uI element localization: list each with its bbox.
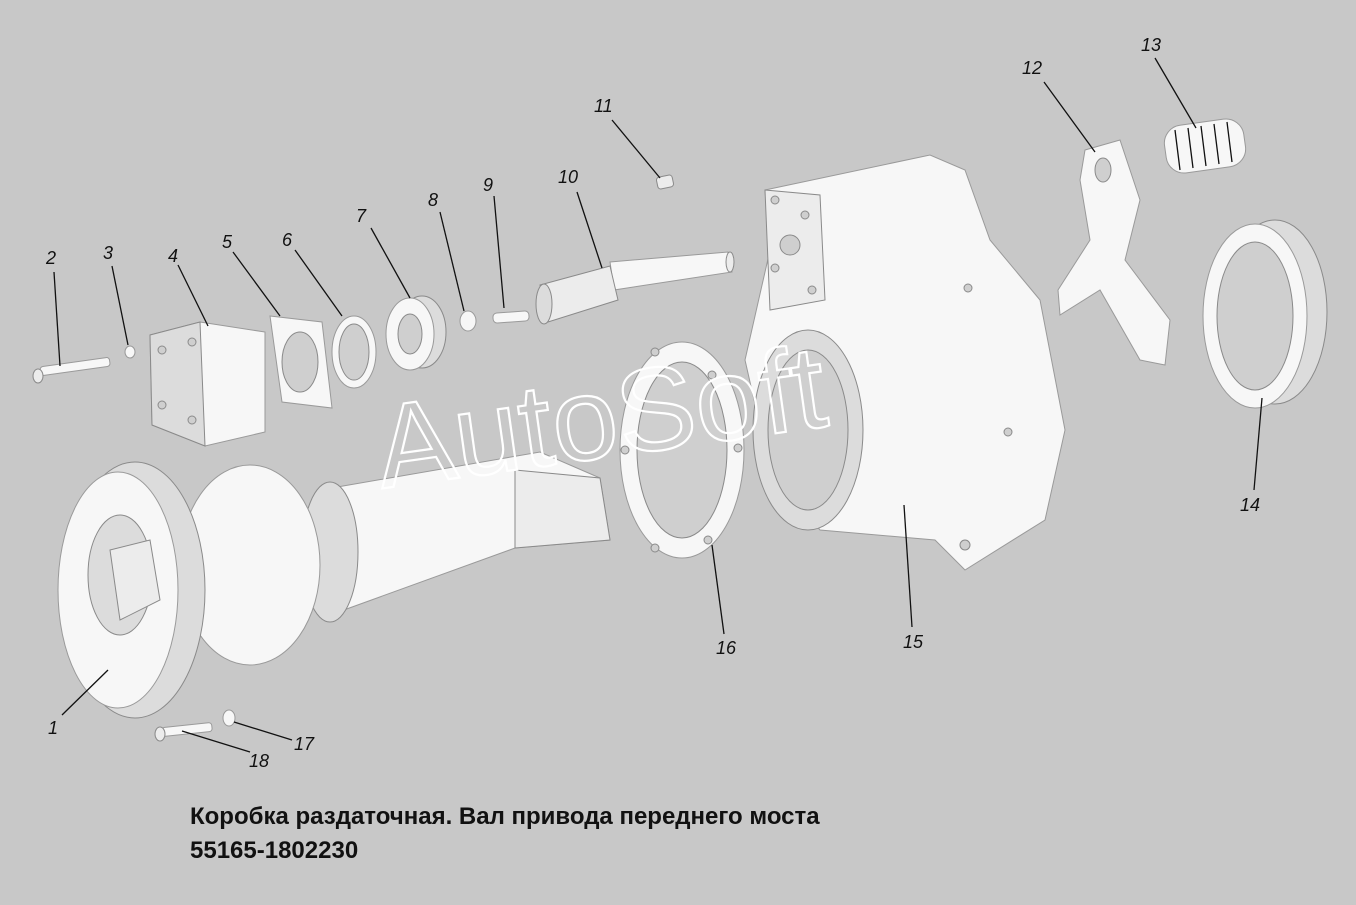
part-4-cover [149,321,266,447]
caption-part-number: 55165-1802230 [190,837,359,864]
callout-1: 1 [48,718,58,738]
part-18-bolt [154,722,213,742]
callout-3: 3 [103,243,113,263]
leader-lines [53,57,1263,753]
callout-15: 15 [903,632,924,652]
part-5-gasket [269,315,333,409]
part-11-plug [655,174,675,190]
part-10-shaft [535,251,735,325]
part-12-shift-fork [1057,139,1171,366]
callout-labels: 1 2 3 4 5 6 7 8 9 10 11 12 13 14 15 16 1… [45,35,1260,771]
part-6-seal-ring [331,315,377,389]
callout-13: 13 [1141,35,1161,55]
part-9-pin [492,310,530,324]
diagram-caption: Коробка раздаточная. Вал привода передне… [190,800,820,868]
callout-11: 11 [594,96,613,116]
callout-16: 16 [716,638,737,658]
callout-12: 12 [1022,58,1042,78]
callout-18: 18 [249,751,269,771]
part-17-washer [222,709,236,727]
callout-7: 7 [356,206,367,226]
part-8-ring [459,310,477,332]
caption-title: Коробка раздаточная. Вал привода передне… [190,803,820,830]
callout-17: 17 [294,734,315,754]
callout-2: 2 [45,248,56,268]
part-3-washer [124,345,136,359]
callout-4: 4 [168,246,178,266]
part-1-drive-shaft-assembly [57,451,611,719]
callout-6: 6 [282,230,293,250]
callout-5: 5 [222,232,233,252]
callout-9: 9 [483,175,493,195]
callout-10: 10 [558,167,578,187]
callout-14: 14 [1240,495,1260,515]
part-16-gasket [619,341,745,559]
callout-8: 8 [428,190,438,210]
part-2-bolt [32,357,111,384]
part-15-housing [744,154,1066,571]
part-13-spring [1163,118,1247,174]
part-7-bearing [385,295,447,371]
part-14-sleeve [1202,219,1328,409]
